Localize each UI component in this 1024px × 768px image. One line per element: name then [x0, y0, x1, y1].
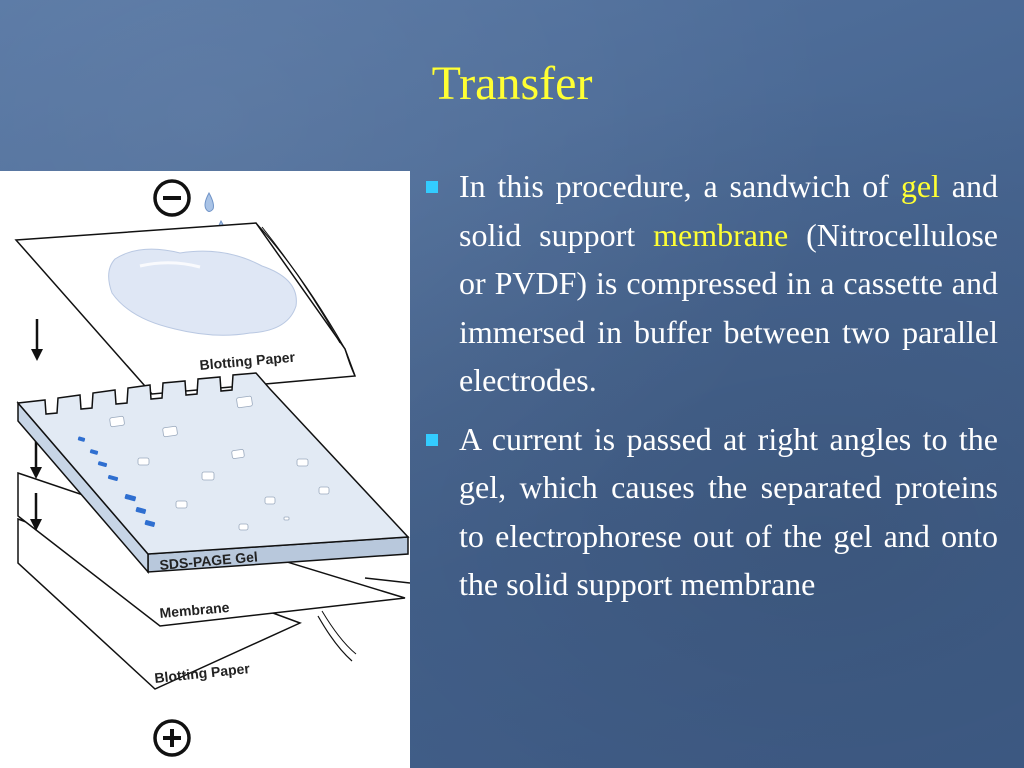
square-bullet-icon	[426, 181, 438, 193]
bullet-text: A current is passed at right angles to t…	[459, 420, 998, 603]
down-arrow-icon	[31, 319, 43, 361]
membrane-label: Membrane	[159, 599, 230, 621]
highlight-membrane: membrane	[653, 216, 789, 253]
down-arrow-icon	[30, 439, 42, 531]
bullet-text: (Nitrocellulose or PVDF) is compressed i…	[459, 216, 999, 399]
slide-title: Transfer	[431, 57, 593, 110]
minus-electrode-icon	[153, 179, 191, 217]
square-bullet-icon	[426, 433, 438, 446]
wet-spot	[108, 248, 297, 336]
bullet-list: In this procedure, a sandwich of gel and…	[420, 162, 998, 619]
bullet-item: A current is passed at right angles to t…	[420, 415, 998, 609]
blotting-paper-top: Blotting Paper	[14, 222, 357, 395]
bullet-item: In this procedure, a sandwich of gel and…	[420, 162, 998, 405]
droplet-icon	[204, 191, 214, 212]
highlight-gel: gel	[900, 168, 940, 204]
transfer-diagram: Blotting Paper Blotting Paper Membrane	[0, 171, 410, 768]
bullet-text: and solid support	[459, 168, 999, 253]
bullet-text: In this procedure, a sandwich of	[459, 168, 901, 204]
plus-electrode-icon	[153, 719, 191, 757]
